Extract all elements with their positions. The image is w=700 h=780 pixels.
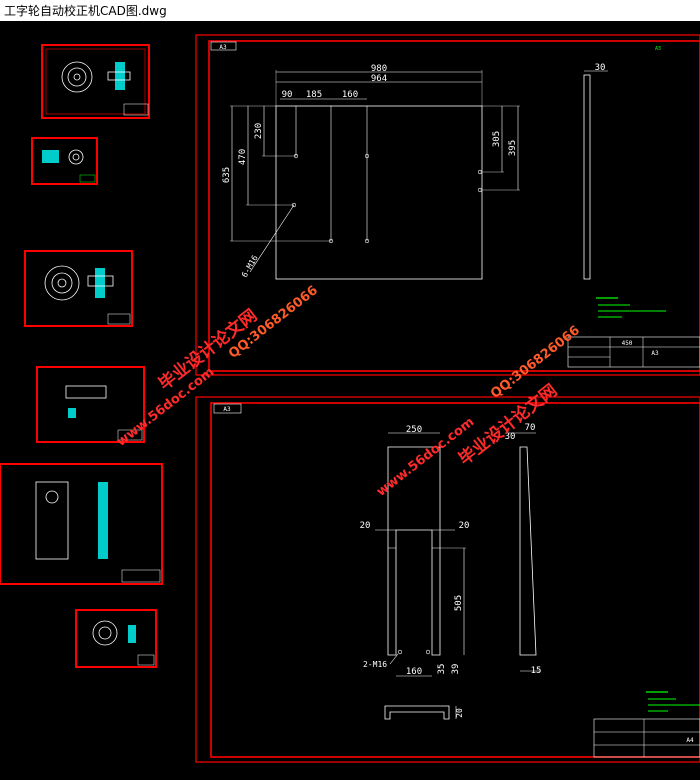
dim-overall-width: 980 — [371, 64, 387, 74]
dim-width-30: 30 — [595, 63, 606, 73]
dim-30: 30 — [505, 432, 516, 442]
bracket-side-view — [519, 446, 537, 656]
title-block-scale: 450 — [622, 340, 633, 347]
thumbnail-drawing-4[interactable] — [36, 366, 145, 443]
dim-20-right: 20 — [459, 521, 470, 531]
dim-185: 185 — [306, 90, 322, 100]
dim-305: 305 — [492, 131, 502, 147]
dim-250: 250 — [406, 425, 422, 435]
sheet-top-size-label: A3 — [219, 44, 227, 51]
dim-160: 160 — [406, 667, 422, 677]
title-block-top: 450 A3 — [567, 336, 700, 368]
technical-notes — [596, 297, 666, 318]
dim-505: 505 — [454, 595, 464, 611]
title-bar: 工字轮自动校正机CAD图.dwg — [0, 0, 700, 22]
dim-230: 230 — [254, 123, 264, 139]
dim-inner-width: 964 — [371, 74, 387, 84]
thumbnail-drawing-6[interactable] — [75, 609, 157, 668]
dim-39: 39 — [451, 664, 461, 675]
bracket-front-view — [387, 446, 441, 656]
dim-160: 160 — [342, 90, 358, 100]
thread-note-6-m16: 6-M16 — [240, 253, 260, 279]
thumbnail-drawing-5[interactable] — [0, 463, 163, 585]
title-block-bottom-sheet: A4 — [686, 737, 694, 744]
thumbnail-drawing-1[interactable] — [41, 44, 150, 119]
dim-35: 35 — [437, 664, 447, 675]
dim-90: 90 — [282, 90, 293, 100]
dim-15: 15 — [531, 666, 542, 676]
dim-70: 70 — [525, 423, 536, 433]
svg-text:A3: A3 — [655, 46, 661, 52]
sheet-top[interactable]: A3 A3 980 964 90 185 160 230 470 — [195, 34, 700, 376]
thread-note-2-m16: 2-M16 — [363, 660, 387, 669]
sheet-bottom[interactable]: A3 250 20 20 505 160 35 39 2-M16 30 70 1… — [195, 396, 700, 763]
window-title: 工字轮自动校正机CAD图.dwg — [4, 4, 167, 18]
sheet-bottom-size-label: A3 — [223, 406, 231, 413]
dim-470: 470 — [238, 149, 248, 165]
title-block-bottom: A4 — [593, 718, 700, 758]
technical-notes-bottom — [646, 691, 700, 712]
cad-canvas[interactable]: A3 A3 980 964 90 185 160 230 470 — [0, 21, 700, 780]
dim-395: 395 — [508, 140, 518, 156]
thumbnail-drawing-3[interactable] — [24, 250, 133, 327]
side-view-bar — [583, 74, 591, 280]
dim-20-side: 20 — [455, 708, 464, 718]
dim-635: 635 — [222, 167, 232, 183]
dim-20-left: 20 — [360, 521, 371, 531]
base-plate-outline — [275, 105, 483, 280]
title-block-sheet: A3 — [651, 350, 659, 357]
bracket-bottom-view — [384, 705, 450, 720]
thumbnail-drawing-2[interactable] — [31, 137, 98, 185]
